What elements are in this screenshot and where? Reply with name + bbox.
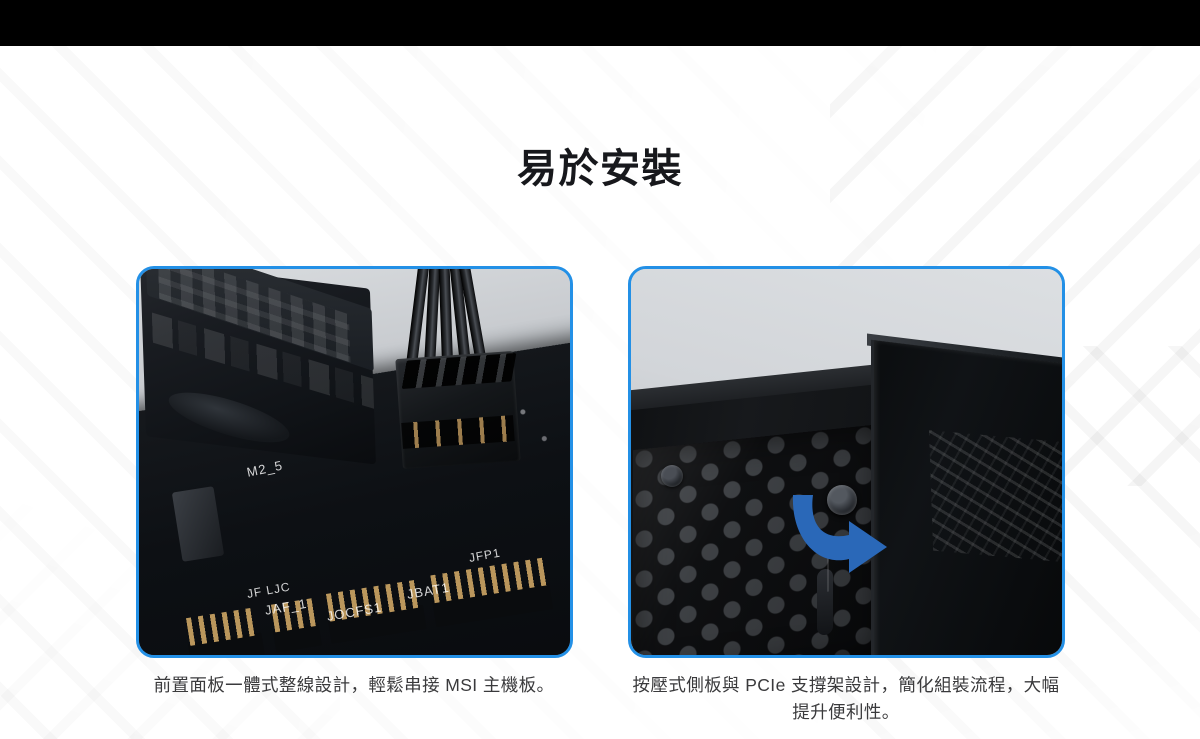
pcie-bracket-screw bbox=[826, 485, 857, 515]
page-title: 易於安裝 bbox=[517, 147, 683, 191]
top-black-bar bbox=[0, 0, 1200, 46]
card-caption-front-panel: 前置面板一體式整線設計，輕鬆串接 MSI 主機板。 bbox=[153, 675, 555, 695]
feature-card-front-panel: M2_5 JF LJC JAF_1 JOCFS1 JBAT1 JFP1 前置面板… bbox=[135, 266, 573, 726]
feature-card-row: M2_5 JF LJC JAF_1 JOCFS1 JBAT1 JFP1 前置面板… bbox=[0, 266, 1200, 726]
card-caption-side-panel: 按壓式側板與 PCIe 支撐架設計，簡化組裝流程，大幅提升便利性。 bbox=[632, 675, 1060, 723]
pc-case-photo-frame bbox=[627, 266, 1065, 658]
glass-reflection bbox=[928, 430, 1062, 564]
pc-case-photo bbox=[630, 269, 1062, 655]
blue-curved-arrow-icon bbox=[792, 495, 887, 573]
feature-card-side-panel: 按壓式側板與 PCIe 支撐架設計，簡化組裝流程，大幅提升便利性。 bbox=[627, 266, 1065, 726]
pin-header bbox=[187, 632, 265, 655]
motherboard-photo-frame: M2_5 JF LJC JAF_1 JOCFS1 JBAT1 JFP1 bbox=[135, 266, 573, 658]
front-panel-cable-assembly bbox=[344, 269, 570, 489]
io-shield-heatsink bbox=[139, 269, 376, 465]
case-thumbscrew bbox=[660, 465, 683, 487]
motherboard-photo: M2_5 JF LJC JAF_1 JOCFS1 JBAT1 JFP1 bbox=[138, 269, 570, 655]
